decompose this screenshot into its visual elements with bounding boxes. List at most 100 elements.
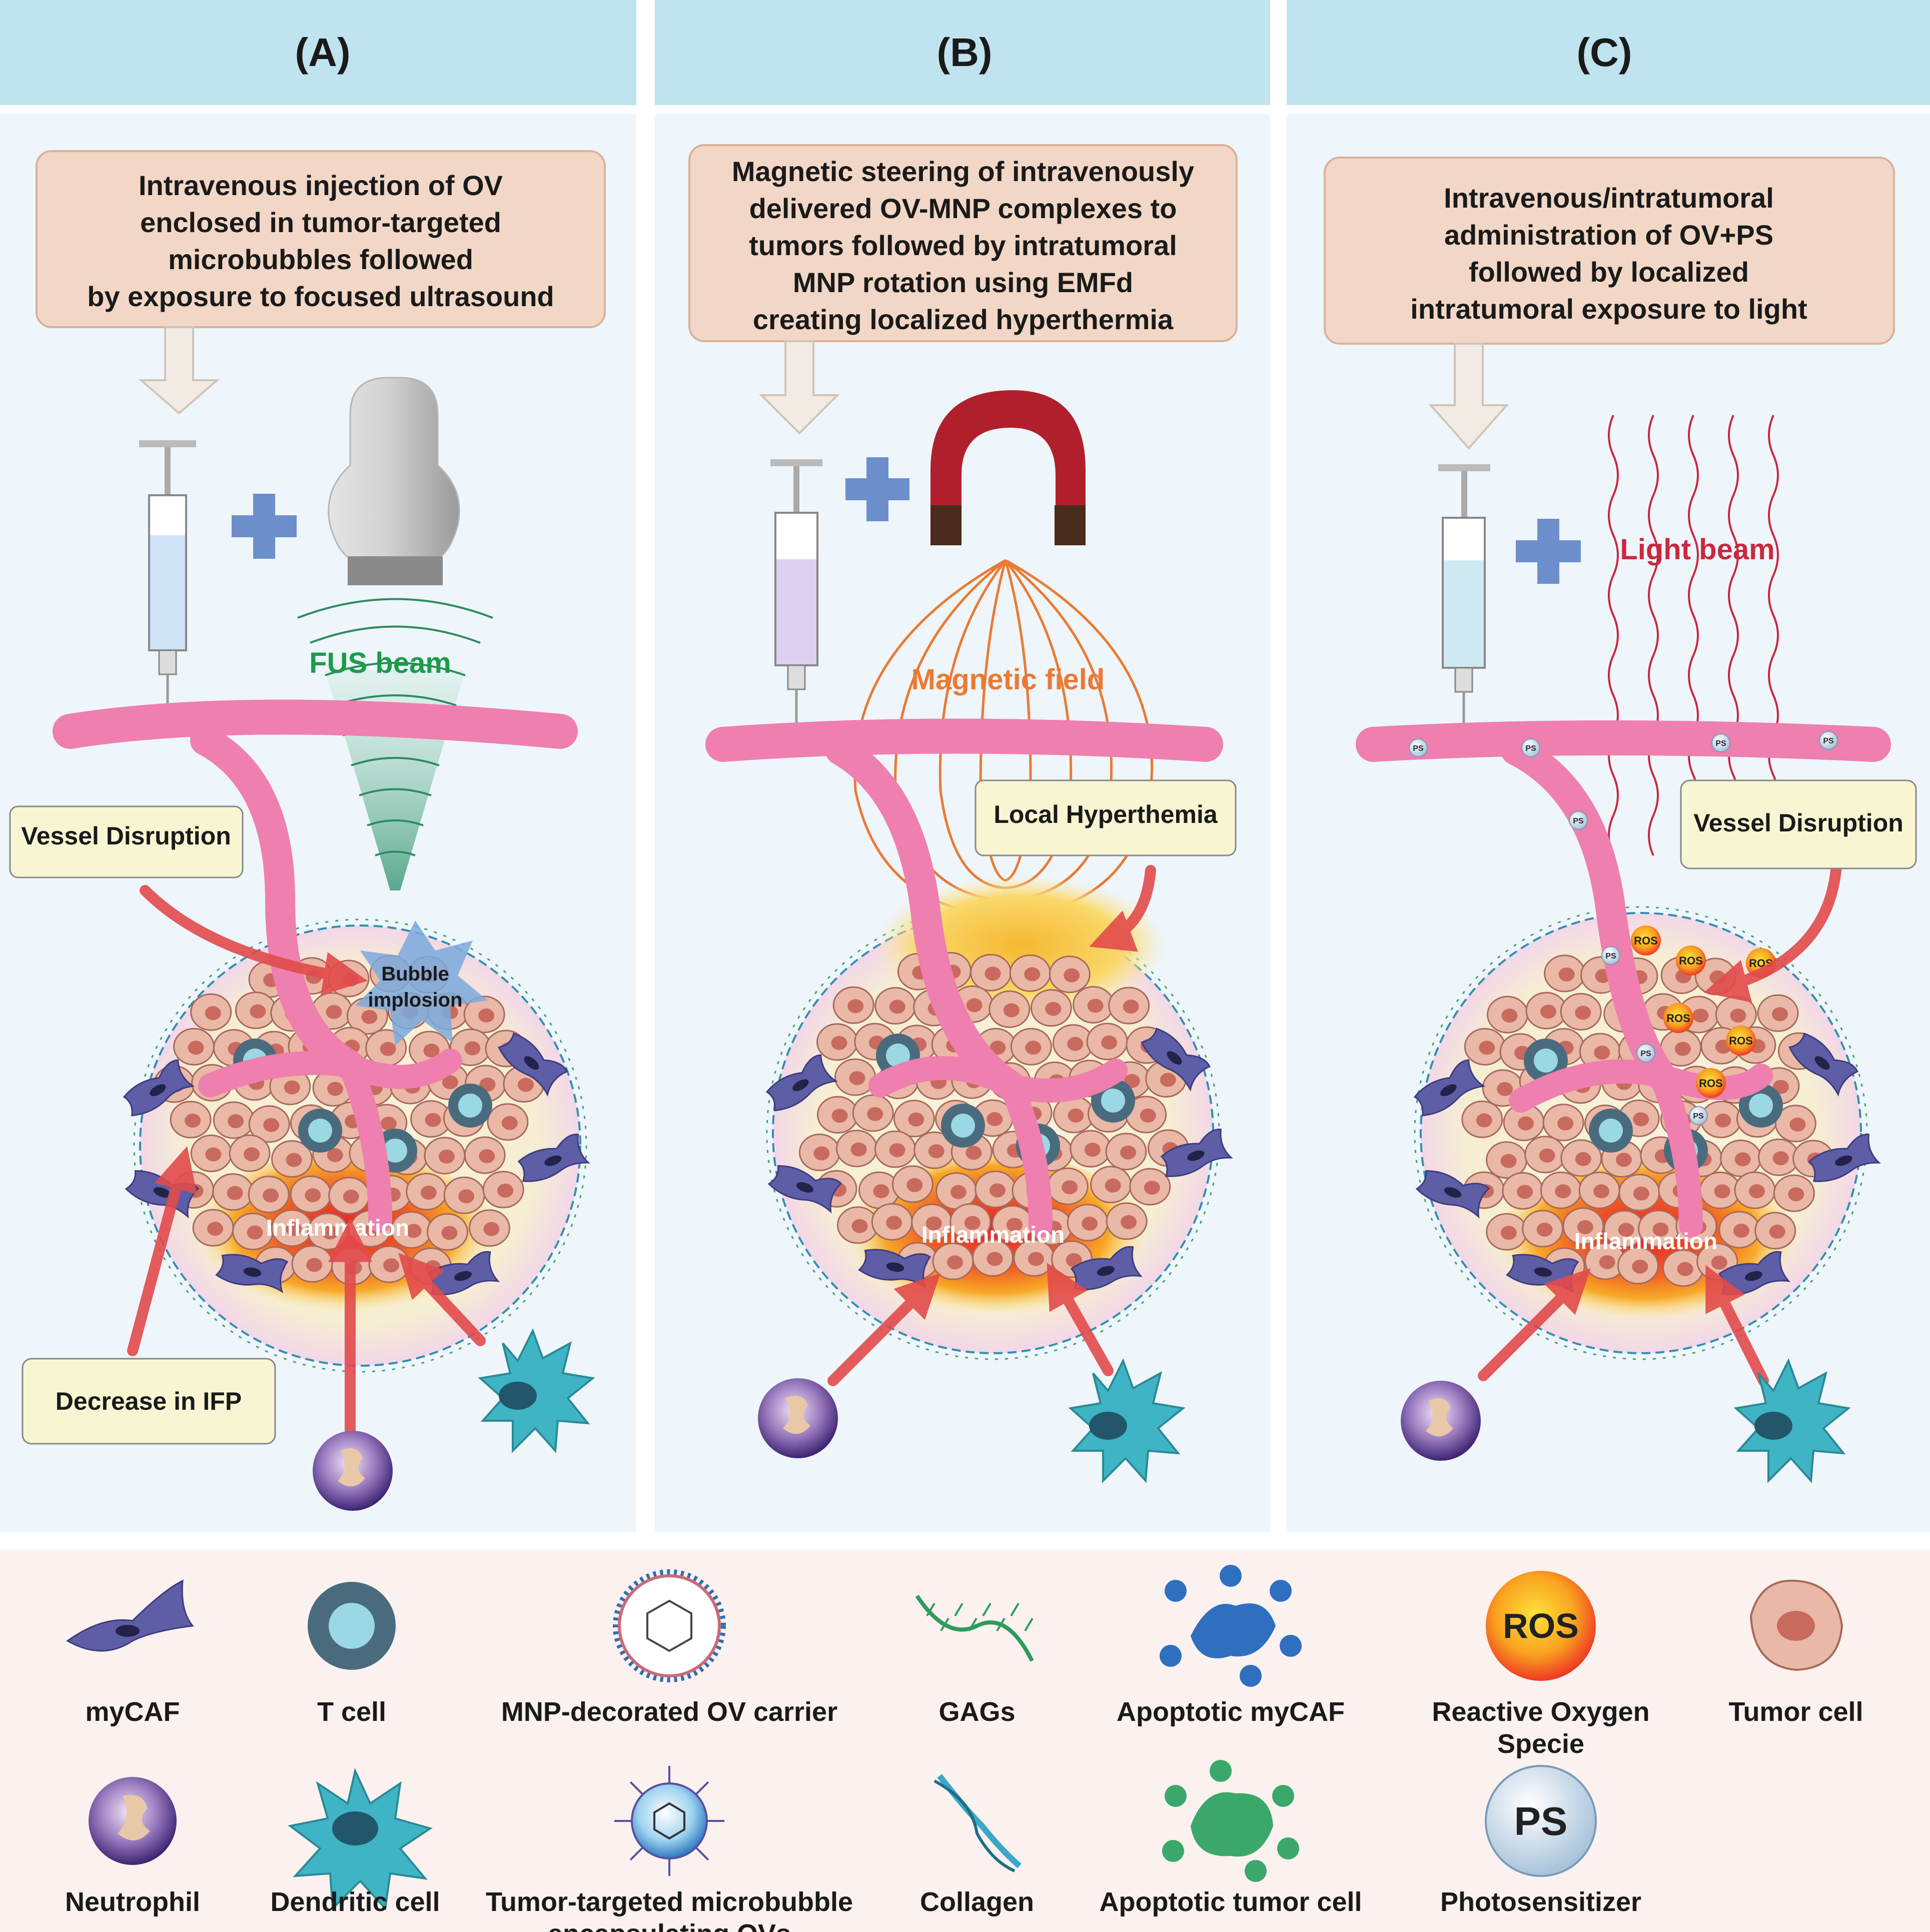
bubble-implosion-burst [355, 920, 488, 1046]
tumor-cell [1734, 1171, 1776, 1209]
tumor-cell [1718, 1211, 1760, 1249]
tumor-cell [468, 1209, 510, 1247]
panel-c-plus-icon [1516, 519, 1581, 584]
panel-b-vessel [705, 718, 1223, 1238]
panel-b-desc-line-4: MNP rotation using EMFd [793, 267, 1133, 298]
legend-label: Neutrophil [65, 1887, 200, 1917]
panel-c-header [1287, 0, 1930, 105]
light-beam-waves [1608, 415, 1779, 856]
panel-a-dendritic-cell [478, 1328, 595, 1453]
tumor-cell-icon [1749, 1579, 1843, 1671]
tumor-cell [424, 1137, 466, 1175]
tumor-cell [1560, 993, 1602, 1031]
t-cell [1589, 1109, 1633, 1153]
legend-label: MNP-decorated OV carrier [501, 1697, 837, 1727]
tumor-cell [1502, 1172, 1544, 1210]
tumor-cell [1773, 1174, 1815, 1212]
tumor-cell [891, 1165, 933, 1203]
tumor-cell [213, 1101, 255, 1139]
tumor-cell [271, 1140, 313, 1178]
legend-label: Photosensitizer [1440, 1887, 1641, 1917]
panel-b-desc-line-2: delivered OV-MNP complexes to [749, 193, 1177, 224]
tumor-cell [1030, 989, 1072, 1027]
panel-c-syringe [1438, 464, 1490, 744]
tumor-cell [871, 1203, 913, 1241]
collagen-icon [933, 1774, 1022, 1872]
ros-particle: ROS [1631, 925, 1661, 955]
tumor-cell [1010, 1028, 1052, 1066]
legend-item: Tumor cell [1728, 1579, 1863, 1727]
tumor-cell [1106, 1202, 1148, 1240]
tumor-cell [834, 1058, 876, 1096]
t-cell-icon [308, 1582, 396, 1670]
panel-b-red-arrows [827, 865, 1156, 1386]
tumor-cell [271, 1209, 313, 1247]
t-cell [298, 1109, 342, 1153]
tumor-cell [836, 1130, 878, 1168]
tumor-cell [463, 996, 505, 1034]
tumor-cell [1129, 1168, 1171, 1206]
panel-a-vessel-disruption-callout [9, 805, 244, 878]
panel-c-letter: (C) [1576, 30, 1632, 75]
tumor-cell [248, 1105, 290, 1143]
tumor-cell [1086, 1023, 1128, 1061]
ps-particle: PS [1409, 738, 1428, 757]
legend-label: Tumor cell [1728, 1697, 1863, 1727]
panel-a-syringe [139, 440, 196, 730]
tumor-cell [464, 1136, 506, 1174]
legend-item: Collagen [920, 1774, 1034, 1917]
mycaf-cell [123, 1059, 195, 1117]
tumor-cell [1618, 1174, 1660, 1212]
panel-b-desc-line-3: tumors followed by intratumoral [749, 230, 1177, 261]
tumor-cell [949, 1203, 992, 1241]
panel-c-description-box [1324, 157, 1895, 345]
tumor-cell [1720, 1139, 1762, 1177]
legend-label: encapsulating OVs [548, 1919, 791, 1932]
panel-a-ifp-text: Decrease in IFP [56, 1387, 242, 1415]
legend-item: Apoptotic tumor cell [1100, 1760, 1362, 1917]
panel-a-ifp-callout [22, 1358, 276, 1445]
ros-particle-label: ROS [1679, 954, 1703, 967]
tumor-cell [1522, 1210, 1564, 1248]
panel-a-red-arrows [127, 885, 486, 1436]
ps-particle: PS [1601, 946, 1620, 965]
light-beam-label: Light beam [1620, 533, 1774, 566]
tumor-cell [832, 986, 874, 1024]
panel-c-desc-line-3: followed by localized [1469, 256, 1749, 288]
tumor-cell [798, 1134, 840, 1172]
ros-particle-label: ROS [1666, 1012, 1690, 1025]
legend-label: Dendritic cell [270, 1887, 440, 1917]
ps-particle-label: PS [1715, 739, 1726, 748]
ros-icon: ROS [1486, 1571, 1596, 1681]
legend-item: myCAF [66, 1579, 194, 1727]
tumor-cell [972, 1239, 1014, 1277]
tumor-cell [368, 1245, 410, 1283]
panel-b-dendritic-cell [1068, 1358, 1186, 1483]
panel-b-description-box [688, 144, 1238, 342]
ps-particle: PS [1711, 733, 1730, 752]
panel-a-down-arrow [138, 326, 220, 415]
panel-a-header [0, 0, 636, 105]
mycaf-icon [66, 1579, 194, 1652]
ps-particle-label: PS [1605, 952, 1616, 960]
legend-item: GAGs [915, 1594, 1034, 1727]
tumor-cell [1105, 1133, 1147, 1171]
tumor-cell [1542, 1104, 1584, 1142]
tumor-cell [190, 993, 232, 1031]
bubble-implosion-line-2: implosion [368, 989, 463, 1011]
tumor-cell [932, 1242, 974, 1280]
tumor-cell [1544, 954, 1586, 993]
mycaf-cell [1160, 1129, 1233, 1177]
legend-label: T cell [317, 1697, 386, 1727]
tumor-cell [970, 953, 1012, 992]
tumor-cell [1047, 1167, 1089, 1205]
tumor-cell [1699, 1171, 1741, 1209]
tumor-cell [290, 1175, 332, 1213]
tumor-cell [1754, 1212, 1796, 1250]
t-cell [448, 1084, 492, 1128]
tumor-cell [1090, 1166, 1132, 1204]
mycaf-cell [1788, 1033, 1858, 1097]
panel-b-desc-line-5: creating localized hyperthermia [753, 304, 1174, 335]
